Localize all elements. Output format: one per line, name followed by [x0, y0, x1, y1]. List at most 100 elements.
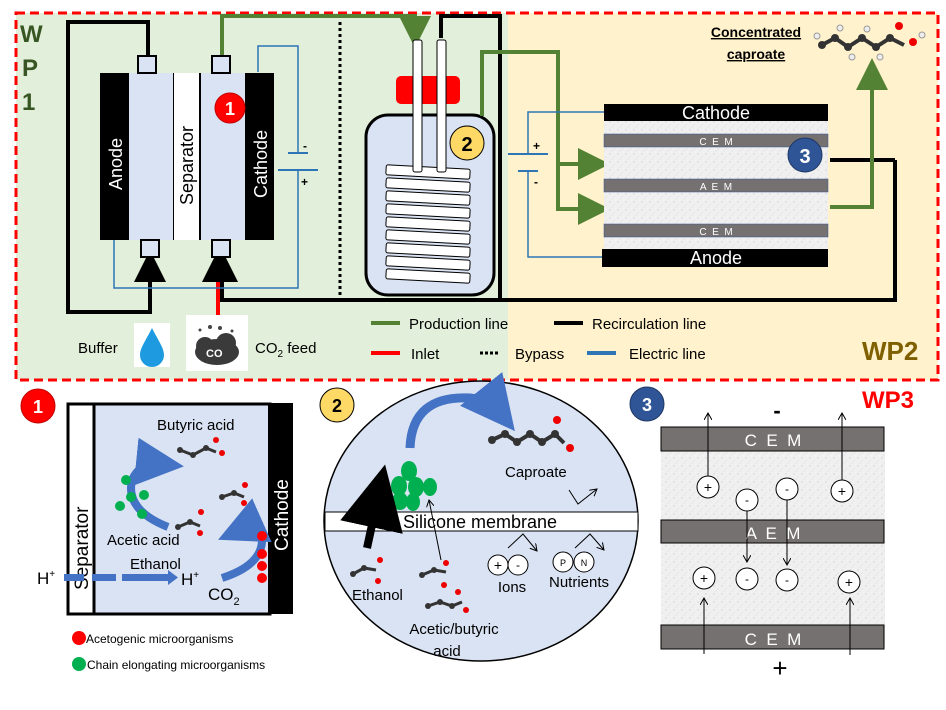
wp1-label-1: 1 — [22, 89, 35, 116]
ed-anode-label: Anode — [690, 248, 742, 268]
ed-cem-top-label: C E M — [699, 137, 732, 148]
chain-elongating-cluster — [115, 475, 149, 519]
cation-4-sign: + — [845, 574, 853, 590]
ion-transport-arrows — [704, 413, 850, 655]
ethanol-flux-arrow — [340, 464, 403, 549]
panel1-badge-text: 1 — [33, 397, 43, 417]
cation-4 — [837, 570, 861, 594]
acid-label-line1: Acetic/butyric — [409, 621, 499, 638]
wp2-label: WP2 — [862, 336, 918, 366]
ethanol-acetate-molecule-icon — [175, 509, 204, 536]
anode-top-port — [137, 55, 157, 74]
butyric-acid-molecule-icon — [177, 437, 225, 458]
panel1-butyric-label: Butyric acid — [157, 417, 235, 434]
coil-recirculation-line — [439, 14, 502, 300]
acetate-to-butyrate-arrow — [127, 437, 184, 531]
acid-label-line2: acid — [433, 643, 461, 660]
panel1-cathode-label: Cathode — [272, 479, 293, 551]
ion-plus-text: + — [494, 557, 502, 573]
panel1-separator-label: Separator — [72, 506, 93, 590]
cell1-cathode-label: Cathode — [251, 130, 271, 198]
panel1-acetic-label: Acetic acid — [107, 532, 180, 549]
legend-recirculation: Recirculation line — [592, 316, 706, 333]
nutrient-n-text: N — [581, 558, 588, 568]
membrane-module-cap — [396, 76, 460, 104]
cathode-bottom-port — [211, 239, 231, 258]
nutrient-reflection-arrow — [574, 533, 604, 550]
water-drop-icon — [140, 328, 164, 367]
anion-4-sign: - — [785, 573, 789, 587]
legend-chain-elongating-dot — [72, 657, 86, 671]
panel1-h-right: H+ — [181, 570, 199, 589]
bioelectrochemical-cell: Anode Separator Cathode — [100, 55, 274, 258]
wp1-label-p: P — [22, 55, 38, 82]
legend-chain-elongating: Chain elongating microorganisms — [87, 658, 265, 672]
panel1-co2: CO2 — [208, 585, 240, 608]
panel1-h-left: H+ — [37, 569, 55, 588]
anion-2 — [775, 477, 799, 501]
panel3-cem-bottom-label: C E M — [745, 630, 802, 649]
panel1-badge — [20, 388, 56, 424]
anion-2-sign: - — [785, 482, 789, 496]
anion-1-sign: - — [745, 493, 749, 507]
nutrient-p-text: P — [560, 558, 566, 568]
product-output-line — [830, 58, 888, 209]
caproate-molecule-icon — [813, 22, 926, 61]
ed-aem-label: A E M — [700, 182, 732, 193]
panel3-negative-sign: - — [773, 398, 780, 423]
ion-circles: + - - + + - - + — [692, 475, 861, 594]
ion-reflection-arrow — [507, 533, 537, 551]
wp3-label: WP3 — [862, 387, 914, 414]
cation-1 — [696, 475, 720, 499]
buffer-label: Buffer — [78, 340, 118, 357]
panel3-badge-text: 3 — [642, 395, 652, 415]
wp1-label-w: W — [20, 21, 43, 48]
product-label-line1: Concentrated — [711, 24, 801, 40]
panel-3-electrodialysis-stack: C E M A E M C E M — [660, 426, 885, 650]
product-label-line2: caproate — [727, 46, 786, 62]
ed-battery-minus: - — [534, 175, 538, 189]
legend-electric: Electric line — [629, 346, 706, 363]
production-line-2b — [556, 164, 610, 225]
silicone-membrane-label: Silicone membrane — [403, 512, 557, 532]
caproate-molecule-icon-2 — [488, 416, 574, 452]
battery-minus: - — [303, 139, 307, 153]
acid-flux-arrow — [429, 500, 442, 561]
cation-2-sign: + — [838, 483, 846, 499]
proton-flow-arrow — [64, 570, 178, 585]
battery-plus: + — [301, 175, 308, 189]
anion-3 — [735, 567, 759, 591]
ed-cathode-label: Cathode — [682, 103, 750, 123]
nutrients-label: Nutrients — [549, 574, 609, 591]
anode-bottom-port — [140, 239, 160, 258]
panel3-cem-top-label: C E M — [745, 431, 802, 450]
ions-label: Ions — [498, 579, 526, 596]
reflection-arrow-top — [568, 489, 597, 505]
electric-line-cathode — [257, 45, 299, 153]
ed-cem-bottom-label: C E M — [699, 227, 732, 238]
panel3-aem-label: A E M — [746, 524, 801, 543]
cell1-anode-label: Anode — [106, 138, 126, 190]
legend: Production line Recirculation line Inlet… — [371, 316, 706, 363]
badge-1-text: 1 — [225, 99, 235, 119]
panel1-ethanol-label: Ethanol — [130, 556, 181, 573]
production-line-2a — [480, 50, 610, 180]
anode-recirculation-line — [66, 20, 166, 314]
badge-2 — [449, 125, 485, 161]
cation-3-sign: + — [700, 570, 708, 586]
ed-battery-plus: + — [533, 139, 540, 153]
cathode-top-port — [211, 55, 231, 74]
badge-3-text: 3 — [799, 146, 810, 168]
legend-production: Production line — [409, 316, 508, 333]
electrodialysis-cell: Cathode C E M A E M C E M Anode — [602, 103, 829, 268]
acetic-acid-molecule-icon — [219, 482, 248, 506]
co2-cloud-icon: CO — [195, 325, 239, 365]
badge-3 — [787, 137, 823, 173]
coil-inlet-tube — [412, 39, 423, 173]
caproate-label: Caproate — [505, 464, 567, 481]
panel2-badge — [319, 387, 355, 423]
silicone-coil — [385, 164, 471, 284]
cation-3 — [692, 566, 716, 590]
badge-2-text: 2 — [461, 134, 472, 156]
